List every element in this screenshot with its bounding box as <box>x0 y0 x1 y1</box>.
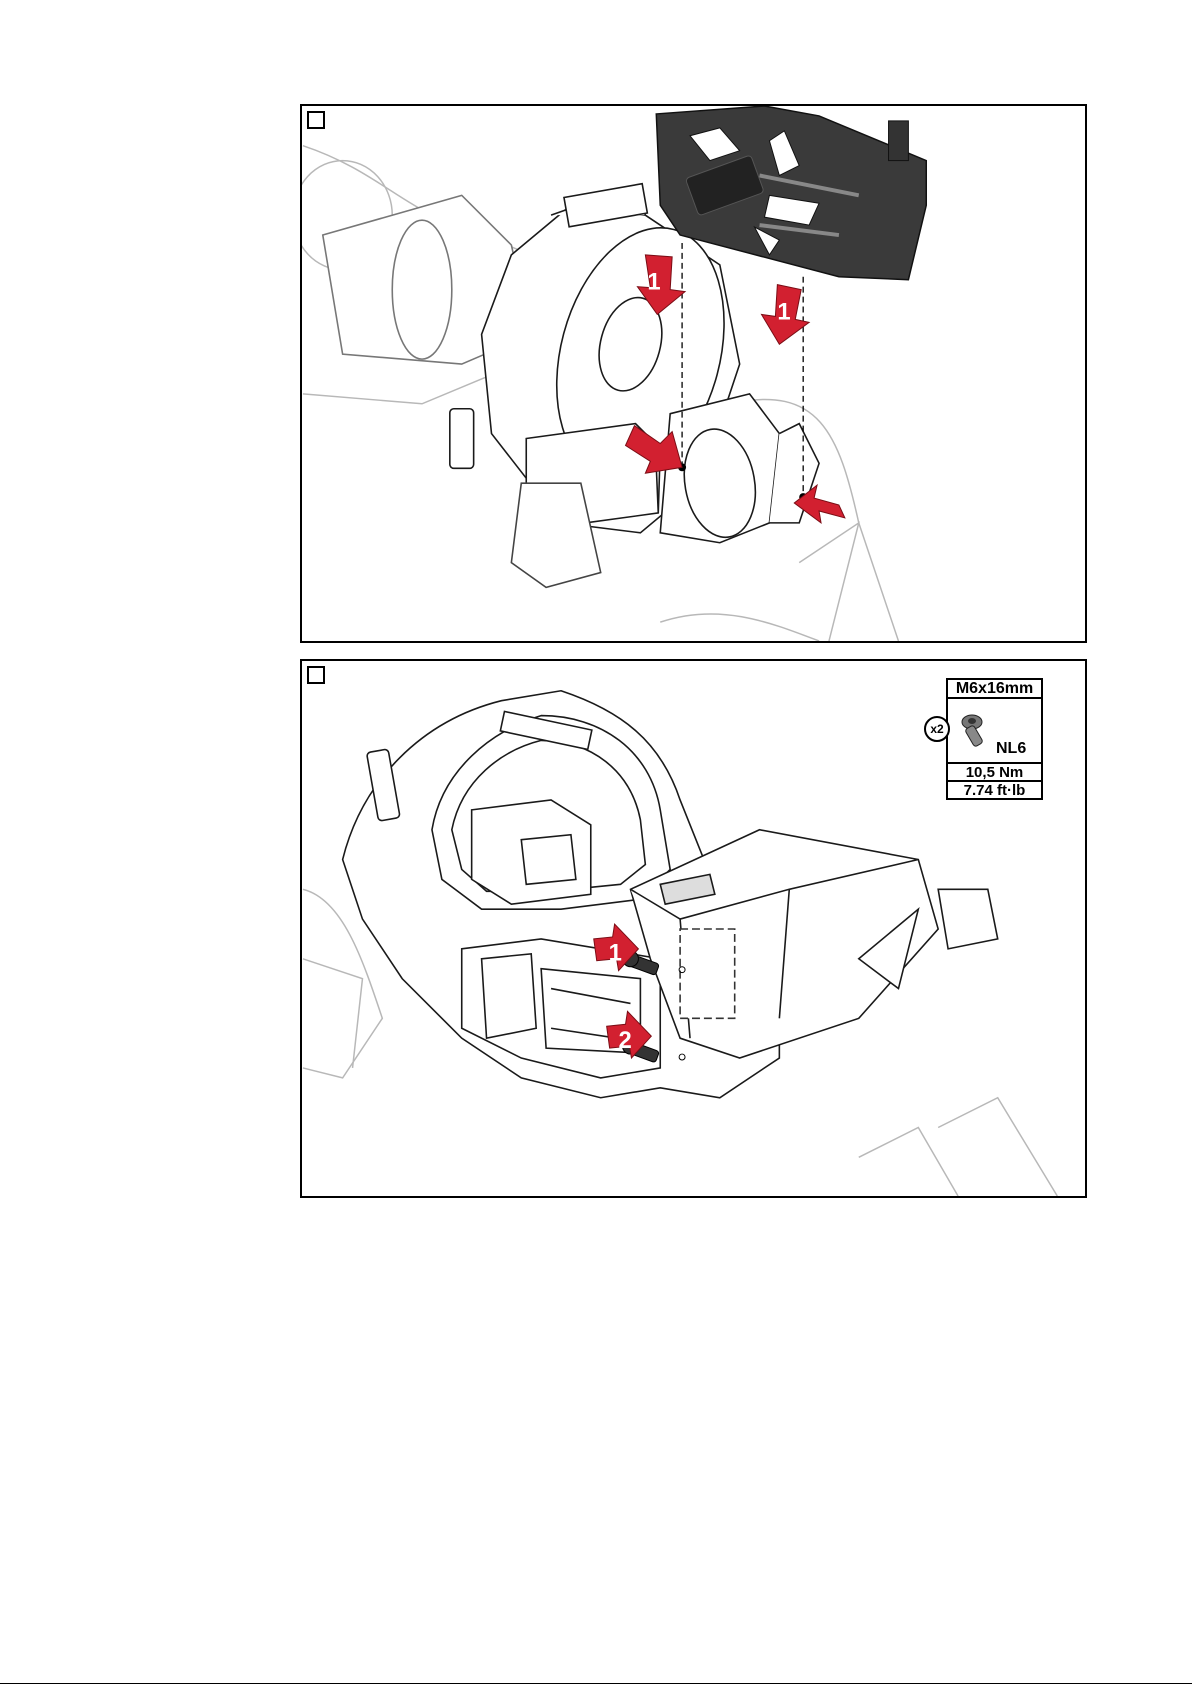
page-footer-rule <box>0 1683 1192 1684</box>
arrow-label-step2: 2 <box>619 1027 632 1054</box>
robot-wrist-illustration-1: 1 1 <box>302 106 1085 641</box>
torque-imperial-label: 7.74 ft·lb <box>946 780 1043 800</box>
instruction-step-panel-1: 1 1 <box>300 104 1087 643</box>
step-checkbox-2[interactable] <box>307 666 325 684</box>
arrow-label-step1: 1 <box>609 940 622 967</box>
fastener-spec-callout: M6x16mm x2 NL6 10,5 Nm 7.74 ft·lb <box>924 678 1079 803</box>
spec-frame-right <box>1041 698 1043 762</box>
strength-grade-label: NL6 <box>996 740 1026 758</box>
quantity-badge: x2 <box>924 716 950 742</box>
arrow-label-1a: 1 <box>647 269 660 296</box>
bolt-size-label: M6x16mm <box>946 678 1043 699</box>
bolt-icon <box>958 714 998 750</box>
arrow-label-1b: 1 <box>777 298 790 325</box>
step-checkbox-1[interactable] <box>307 111 325 129</box>
instruction-step-panel-2: 1 2 M6x16mm x2 NL6 10,5 Nm 7.74 ft·lb <box>300 659 1087 1198</box>
torque-metric-label: 10,5 Nm <box>946 762 1043 782</box>
